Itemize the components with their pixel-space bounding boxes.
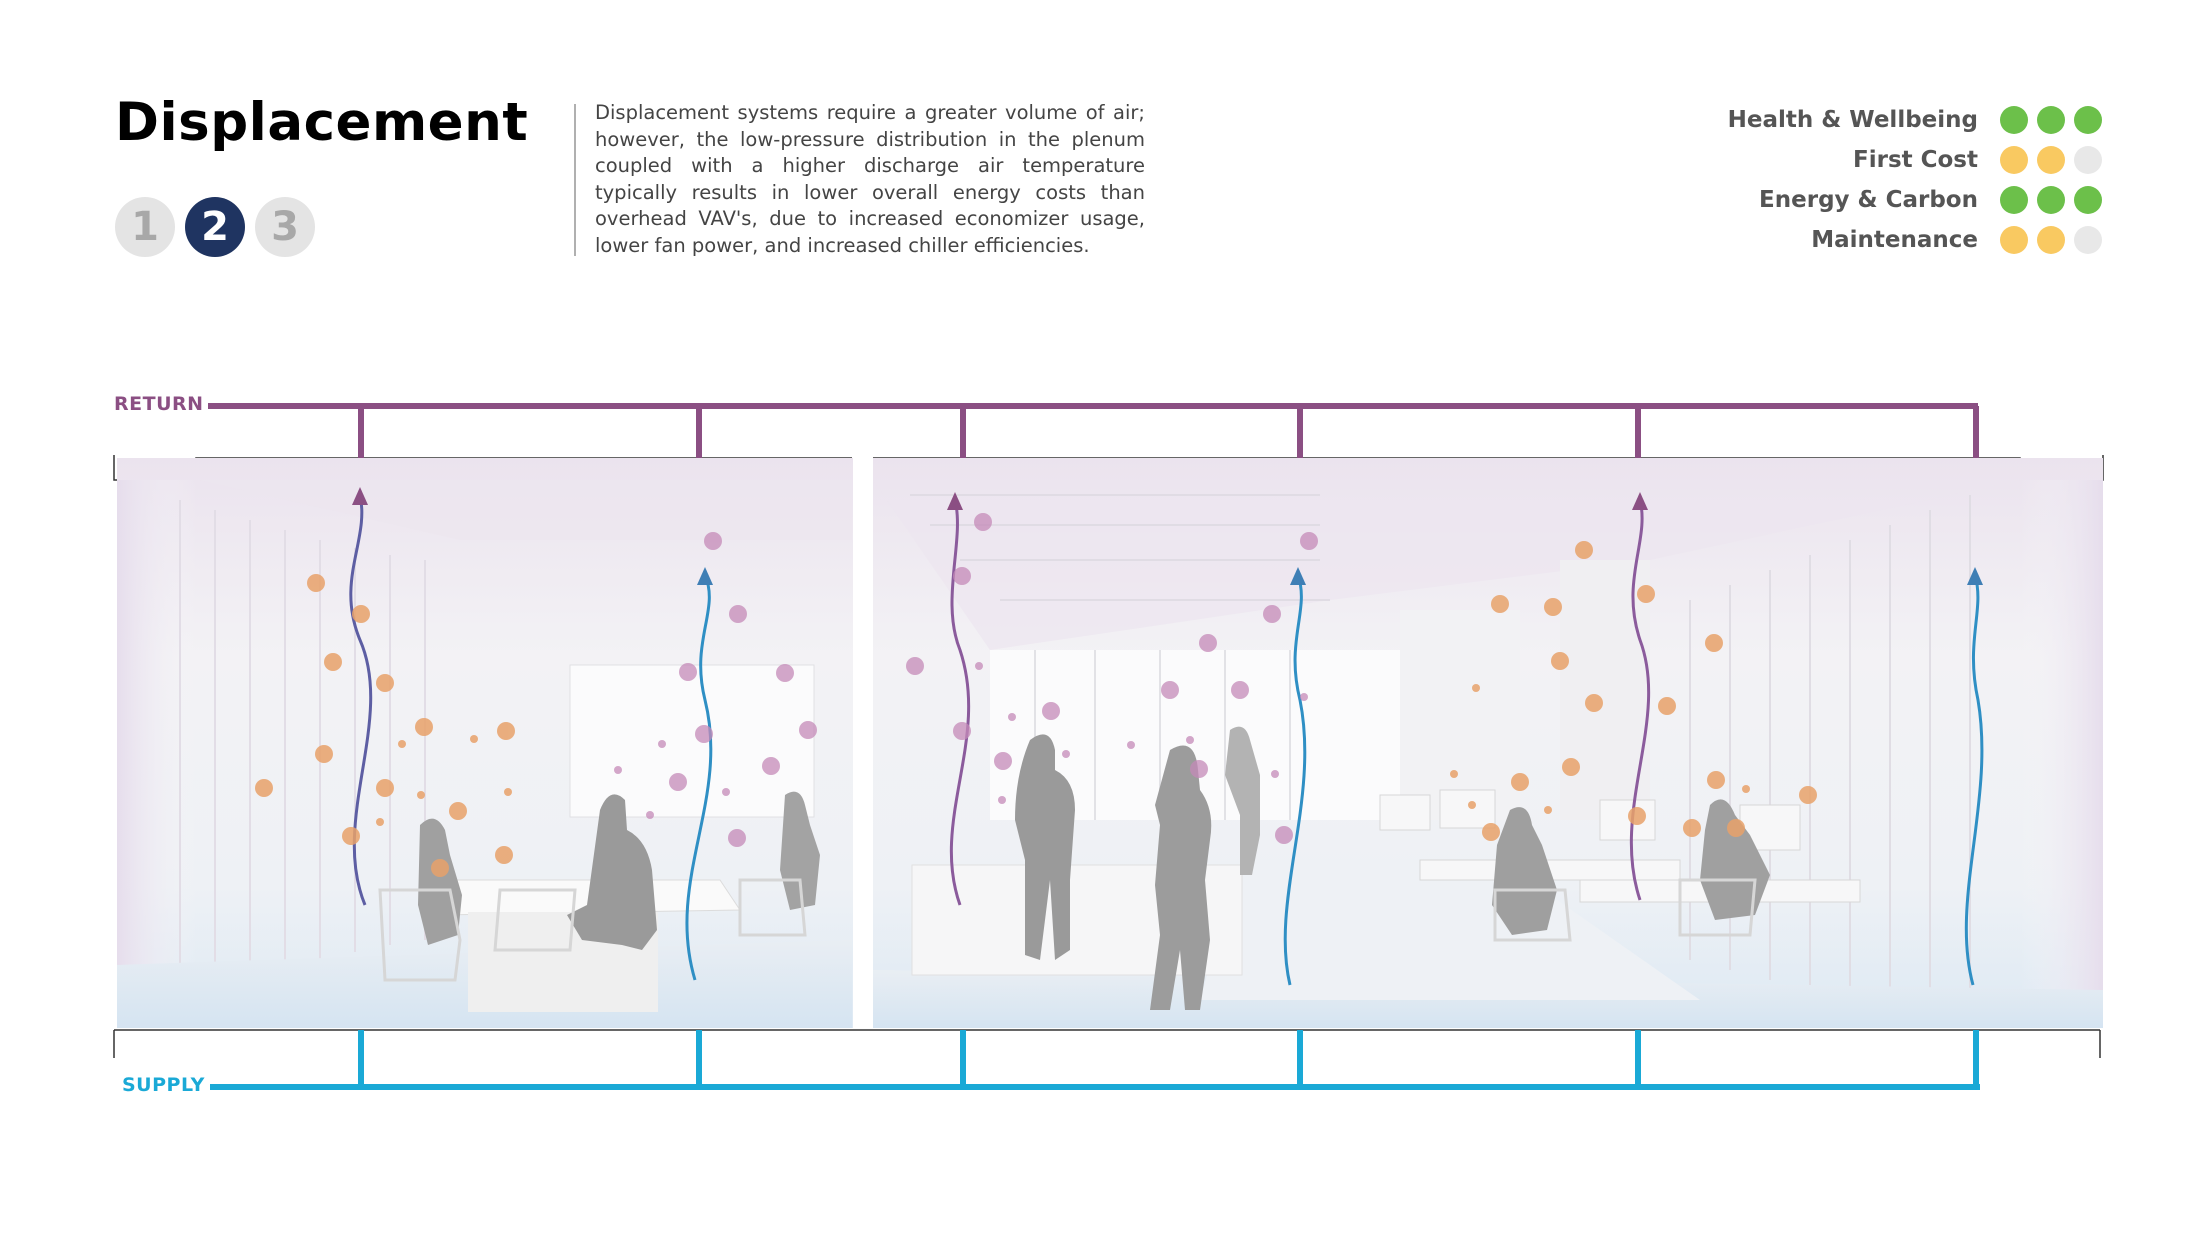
rating-dot-filled: [2074, 186, 2102, 214]
rating-dot-filled: [2000, 226, 2028, 254]
rating-maintenance: Maintenance: [1728, 220, 2102, 260]
conference-room: [117, 458, 853, 1028]
rating-energy-carbon: Energy & Carbon: [1728, 180, 2102, 220]
page-title: Displacement: [115, 92, 529, 153]
rating-label: Maintenance: [1811, 227, 1978, 253]
rating-label: Energy & Carbon: [1759, 187, 1978, 213]
rating-dot-empty: [2074, 146, 2102, 174]
header-divider: [574, 104, 576, 256]
exhaust-particles: [614, 513, 1318, 847]
return-label: RETURN: [114, 393, 204, 415]
rating-dots: [2000, 146, 2102, 174]
rating-dot-filled: [2037, 146, 2065, 174]
rating-dot-filled: [2037, 226, 2065, 254]
rating-label: Health & Wellbeing: [1727, 107, 1978, 133]
rating-dots: [2000, 186, 2102, 214]
rating-dot-filled: [2037, 186, 2065, 214]
step-1-button[interactable]: 1: [115, 197, 175, 257]
rating-health-wellbeing: Health & Wellbeing: [1728, 100, 2102, 140]
rating-label: First Cost: [1853, 147, 1978, 173]
rating-first-cost: First Cost: [1728, 140, 2102, 180]
airflow-arrows: [349, 494, 1984, 986]
step-2-button[interactable]: 2: [185, 197, 245, 257]
supply-label: SUPPLY: [122, 1074, 205, 1096]
rating-dots: [2000, 106, 2102, 134]
rating-dots: [2000, 226, 2102, 254]
rating-dot-filled: [2000, 186, 2028, 214]
step-3-button[interactable]: 3: [255, 197, 315, 257]
rating-dot-filled: [2000, 146, 2028, 174]
warm-particles: [255, 541, 1817, 877]
rating-dot-filled: [2000, 106, 2028, 134]
airflow-arrowheads: [352, 487, 1983, 585]
rating-dot-filled: [2037, 106, 2065, 134]
supply-duct: [210, 1030, 1980, 1090]
ratings-panel: Health & Wellbeing First Cost Energy & C…: [1728, 100, 2102, 260]
rating-dot-filled: [2074, 106, 2102, 134]
open-office-room: [873, 458, 2103, 1028]
return-duct: [208, 403, 1979, 458]
step-indicator: 1 2 3: [115, 197, 315, 257]
rating-dot-empty: [2074, 226, 2102, 254]
description-text: Displacement systems require a greater v…: [595, 101, 1145, 257]
